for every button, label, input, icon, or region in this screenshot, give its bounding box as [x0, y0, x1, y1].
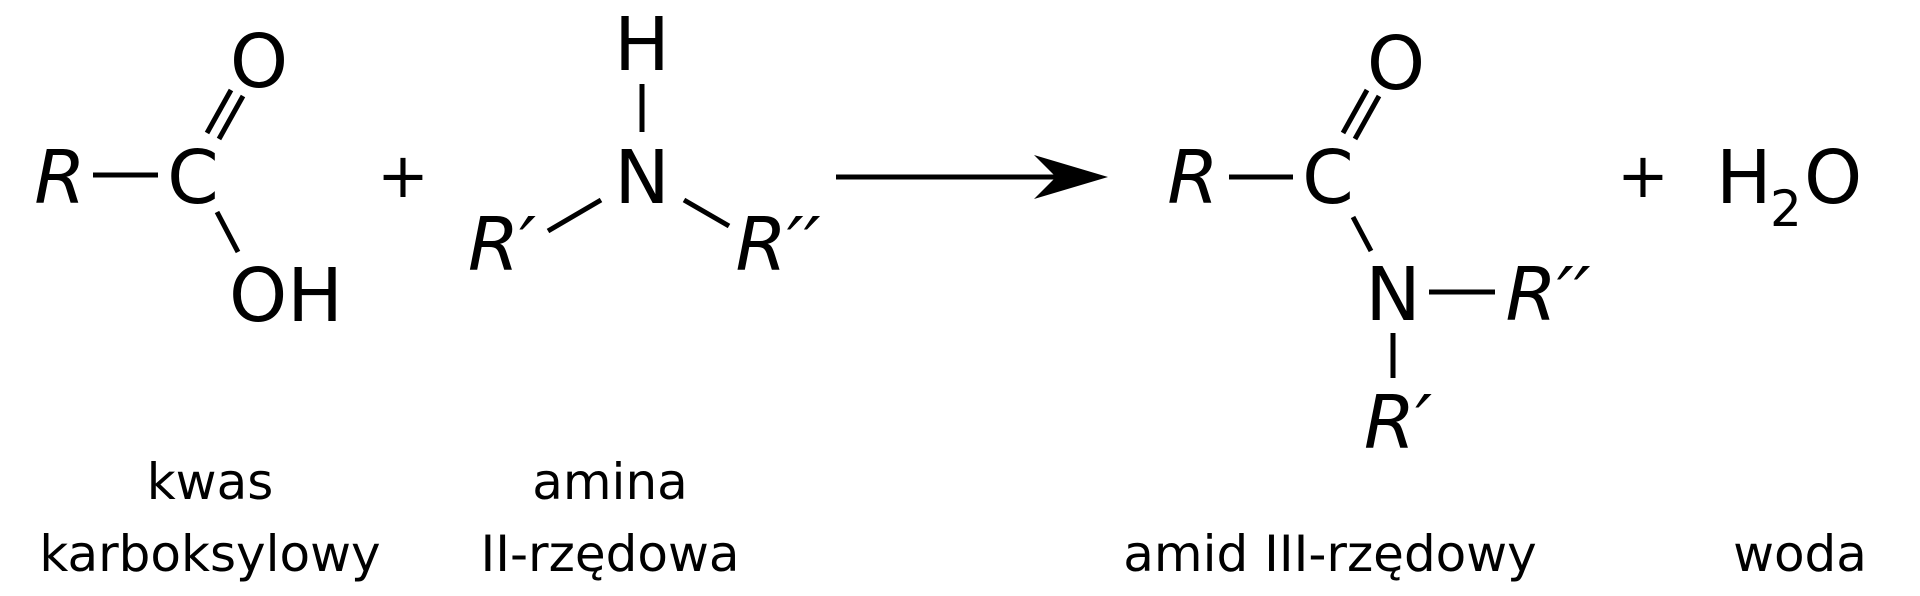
caption-amine-line-2: II-rzędowa	[480, 525, 740, 583]
amide-c-o-double-bond-a	[1340, 88, 1370, 135]
reaction-arrow	[836, 155, 1108, 199]
caption-water: woda	[1690, 518, 1910, 590]
amide-carbon: C	[1302, 135, 1354, 221]
water-hydrogen: H	[1716, 135, 1772, 221]
caption-acid-line-1: kwas	[146, 453, 274, 511]
plus-sign-products: +	[1617, 139, 1669, 212]
amine-r-prime: R′	[468, 202, 536, 288]
amine-n-r2-bond	[682, 197, 731, 229]
tertiary-amide-structure: R C O N R′′ R′	[1167, 21, 1590, 466]
amide-carbonyl-oxygen: O	[1367, 21, 1425, 107]
secondary-amine-structure: H N R′ R′′	[468, 2, 821, 288]
amide-r-group: R	[1167, 135, 1218, 221]
acid-c-o-double-bond-a	[204, 88, 234, 135]
caption-secondary-amine: amina II-rzędowa	[460, 446, 760, 590]
amide-r-double-prime: R′′	[1505, 252, 1590, 338]
amine-n-r1-bond	[546, 197, 603, 234]
acid-carbonyl-oxygen: O	[230, 19, 288, 105]
caption-tertiary-amide: amid III-rzędowy	[1110, 518, 1550, 590]
caption-amide-line-1: amid III-rzędowy	[1123, 525, 1537, 583]
amine-r-double-prime: R′′	[735, 202, 820, 288]
plus-sign-reactants: +	[377, 139, 429, 212]
water-formula: H 2 O	[1716, 135, 1862, 238]
amide-r-prime: R′	[1364, 380, 1432, 466]
carboxylic-acid-structure: R C O OH	[34, 19, 343, 339]
caption-water-line-1: woda	[1733, 525, 1867, 583]
acid-hydroxyl: OH	[229, 253, 343, 339]
acid-carbon: C	[167, 135, 219, 221]
amine-hydrogen: H	[614, 2, 670, 88]
amide-nitrogen: N	[1365, 252, 1420, 338]
amide-c-n-bond	[1350, 215, 1374, 253]
acid-c-o-double-bond-b	[216, 94, 246, 141]
caption-carboxylic-acid: kwas karboksylowy	[30, 446, 390, 590]
caption-acid-line-2: karboksylowy	[39, 525, 381, 583]
amide-c-o-double-bond-b	[1352, 94, 1382, 141]
acid-r-group: R	[34, 135, 85, 221]
acid-c-oh-bond	[214, 210, 241, 254]
water-oxygen: O	[1804, 135, 1862, 221]
arrow-head	[1034, 155, 1108, 199]
caption-amine-line-1: amina	[532, 453, 688, 511]
amine-nitrogen: N	[614, 135, 669, 221]
water-subscript-two: 2	[1770, 180, 1802, 238]
